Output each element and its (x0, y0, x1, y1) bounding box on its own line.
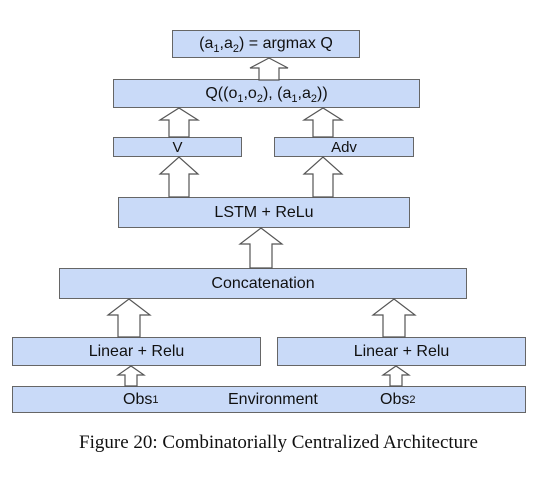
value-stream-label: V (172, 138, 183, 156)
linear-relu-right-label: Linear + Relu (353, 342, 450, 360)
concatenation-box: Concatenation (59, 268, 467, 299)
output-box: (a1,a2) = argmax Q (172, 30, 360, 58)
sub-1: 1 (213, 43, 220, 55)
sub-1: 1 (237, 92, 244, 105)
q-value-box: Q((o1,o2), (a1,a2)) (113, 79, 420, 108)
arrow-lstm-to-v (158, 156, 200, 198)
value-stream-box: V (113, 137, 242, 157)
figure-caption: Figure 20: Combinatorially Centralized A… (79, 432, 478, 453)
arrow-lstm-to-adv (302, 156, 344, 198)
lstm-label: LSTM + ReLu (214, 203, 314, 221)
arrow-obs2-to-linear (381, 365, 411, 387)
sub-2: 2 (232, 43, 239, 55)
sub-2: 2 (256, 92, 263, 105)
sub-1: 1 (291, 92, 298, 105)
concatenation-label: Concatenation (211, 274, 315, 292)
linear-relu-right-box: Linear + Relu (277, 337, 526, 366)
arrow-v-to-q (157, 107, 201, 138)
advantage-stream-box: Adv (274, 137, 414, 157)
arrow-obs1-to-linear (116, 365, 146, 387)
arrow-left-linear-to-concat (106, 298, 152, 338)
advantage-stream-label: Adv (331, 138, 357, 156)
sub-2: 2 (310, 92, 317, 105)
arrow-right-linear-to-concat (371, 298, 417, 338)
linear-relu-left-box: Linear + Relu (12, 337, 261, 366)
arrow-adv-to-q (301, 107, 345, 138)
linear-relu-left-label: Linear + Relu (88, 342, 185, 360)
arrow-concat-to-lstm (238, 227, 284, 269)
lstm-box: LSTM + ReLu (118, 197, 410, 228)
environment-label: Environment (228, 390, 318, 408)
arrow-q-to-output (249, 57, 289, 81)
